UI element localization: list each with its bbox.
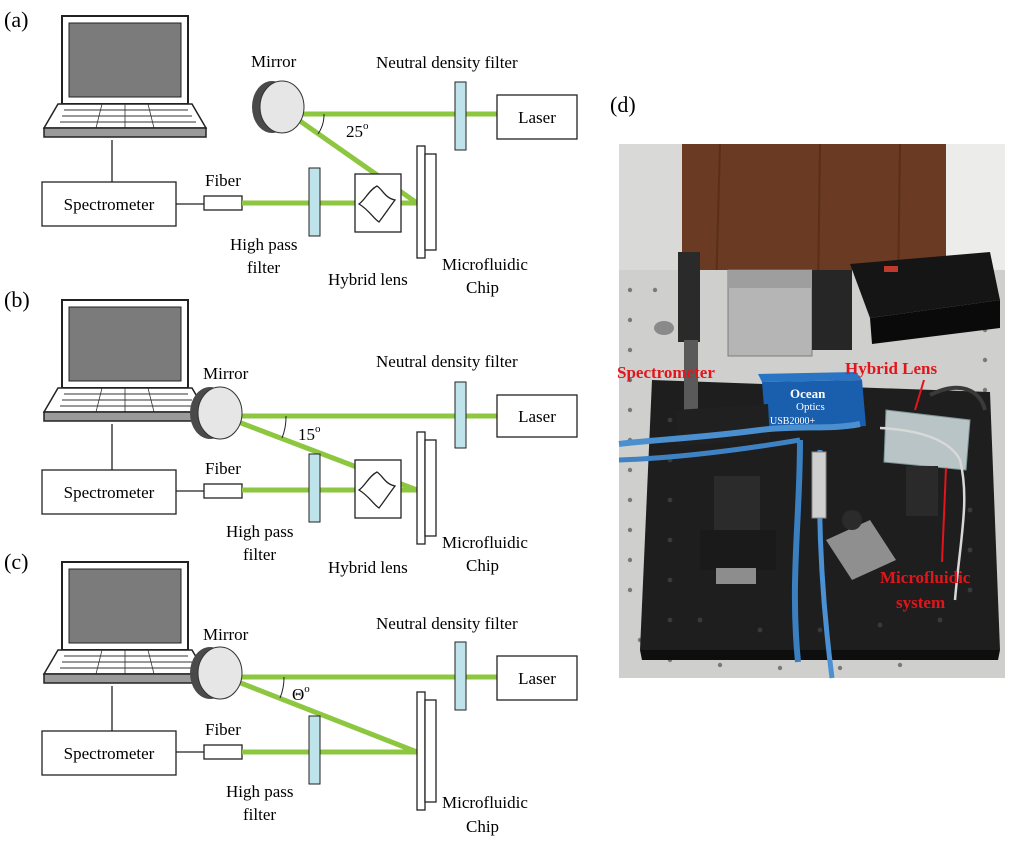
laptop-icon	[43, 299, 207, 422]
mirror-icon	[189, 386, 243, 440]
chip-plate-front	[416, 145, 426, 259]
high-pass-label-2: filter	[243, 545, 276, 564]
photo-label-microfluidic-1: Microfluidic	[880, 568, 971, 587]
fiber-label: Fiber	[205, 171, 241, 190]
fiber-icon	[203, 744, 243, 760]
chip-label-1: Microfluidic	[442, 533, 528, 552]
hybrid-lens-icon	[354, 173, 402, 233]
panel-d: (d)	[610, 92, 1005, 679]
laser-box	[496, 394, 578, 438]
spectrometer-box	[41, 469, 177, 515]
high-pass-label-1: High pass	[226, 522, 294, 541]
nd-filter-label: Neutral density filter	[376, 352, 518, 371]
photo-label-hybrid-lens: Hybrid Lens	[845, 359, 937, 378]
nd-filter-icon	[454, 641, 467, 711]
laser-box	[496, 94, 578, 140]
brand-text-1: Ocean	[790, 386, 826, 401]
microfluidic-pointer	[941, 467, 947, 563]
panel-label-d: (d)	[610, 92, 636, 117]
spectrometer-label: Spectrometer	[64, 483, 155, 502]
chip-label-2: Chip	[466, 817, 499, 836]
hybrid-lens-label: Hybrid lens	[328, 558, 408, 577]
laptop-icon	[43, 15, 207, 138]
chip-label-2: Chip	[466, 556, 499, 575]
laser-box	[496, 655, 578, 701]
high-pass-label-2: filter	[247, 258, 280, 277]
high-pass-label-1: High pass	[230, 235, 298, 254]
laptop-icon	[43, 561, 207, 684]
hybrid-lens-icon	[354, 459, 402, 519]
breadboard-holes	[667, 417, 973, 633]
laser-label: Laser	[518, 407, 556, 426]
nd-filter-icon	[454, 81, 467, 151]
panel-label-c: (c)	[4, 549, 28, 574]
spectrometer-label: Spectrometer	[64, 744, 155, 763]
panel-b: (b) Spectrometer Fiber 15o Mirror Neutra…	[4, 287, 578, 577]
chip-plate-back	[424, 153, 437, 251]
angle-label: 15o	[298, 423, 321, 444]
hybrid-lens-pointer	[914, 379, 925, 411]
beam-incident	[227, 675, 418, 755]
chip-plate-back	[424, 439, 437, 537]
panel-label-b: (b)	[4, 287, 30, 312]
high-pass-label-2: filter	[243, 805, 276, 824]
angle-label: 25o	[346, 120, 369, 141]
photo-label-microfluidic-2: system	[896, 593, 945, 612]
chip-plate-front	[416, 431, 426, 545]
chip-label-1: Microfluidic	[442, 255, 528, 274]
mirror-label: Mirror	[251, 52, 297, 71]
photo-label-spectrometer: Spectrometer	[617, 363, 715, 382]
angle-label: Θo	[292, 683, 310, 704]
chip-label-2: Chip	[466, 278, 499, 297]
nd-filter-label: Neutral density filter	[376, 614, 518, 633]
nd-filter-icon	[454, 381, 467, 449]
mirror-label: Mirror	[203, 364, 249, 383]
panel-a: (a) Spectrometer Fiber 25o Mirror Neutra…	[4, 7, 578, 297]
nd-filter-label: Neutral density filter	[376, 53, 518, 72]
laser-label: Laser	[518, 108, 556, 127]
panel-label-a: (a)	[4, 7, 28, 32]
laser-label: Laser	[518, 669, 556, 688]
panel-c: (c) Spectrometer Fiber Θo Mirror Neutral…	[4, 549, 578, 836]
high-pass-filter-icon	[308, 167, 321, 237]
fiber-label: Fiber	[205, 459, 241, 478]
fiber-label: Fiber	[205, 720, 241, 739]
mirror-icon	[189, 646, 243, 700]
chip-label-1: Microfluidic	[442, 793, 528, 812]
model-text: USB2000+	[770, 416, 815, 427]
chip-plate-front	[416, 691, 426, 811]
spectrometer-box	[41, 730, 177, 776]
fiber-icon	[203, 195, 243, 211]
fiber-icon	[203, 483, 243, 499]
high-pass-filter-icon	[308, 715, 321, 785]
setup-photo: Ocean Optics USB2000+ Spectr	[617, 143, 1005, 679]
high-pass-filter-icon	[308, 453, 321, 523]
chip-plate-back	[424, 699, 437, 803]
hybrid-lens-label: Hybrid lens	[328, 270, 408, 289]
brand-text-2: Optics	[796, 401, 825, 413]
mirror-label: Mirror	[203, 625, 249, 644]
mirror-icon	[251, 80, 305, 134]
spectrometer-label: Spectrometer	[64, 195, 155, 214]
high-pass-label-1: High pass	[226, 782, 294, 801]
